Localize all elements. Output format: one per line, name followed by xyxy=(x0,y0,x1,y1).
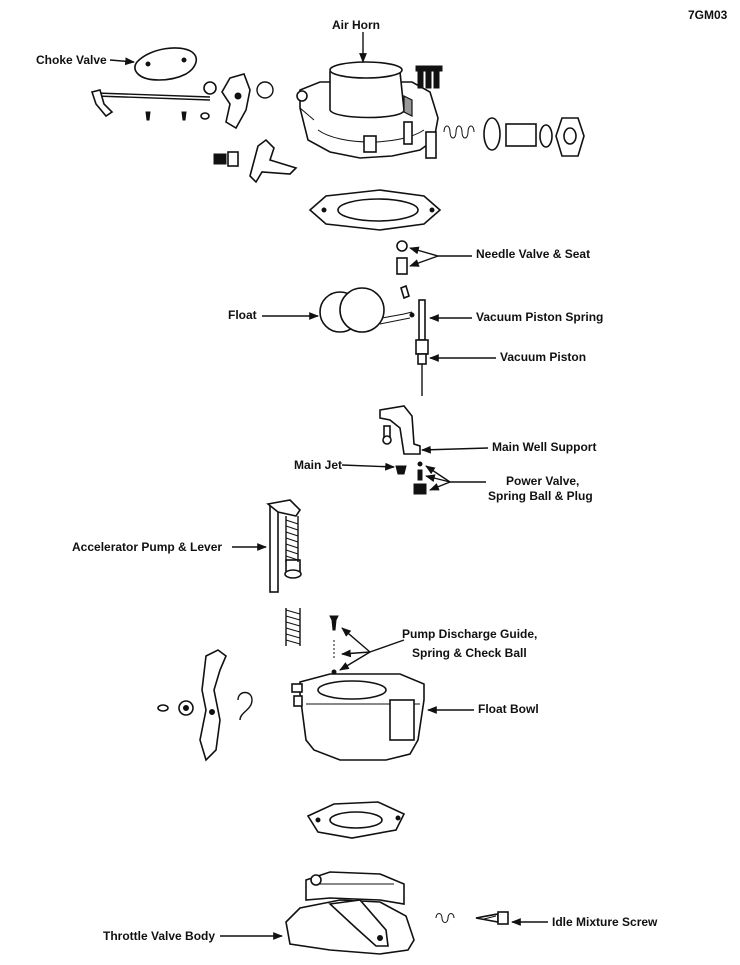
leader-lines xyxy=(109,32,548,940)
float-part xyxy=(319,287,415,333)
accelerator-pump-part xyxy=(266,499,302,593)
throttle-body-part xyxy=(285,871,415,955)
piston-assembly-part xyxy=(443,117,585,157)
air-horn-gasket xyxy=(308,189,442,231)
figure-code: 7GM03 xyxy=(688,8,728,22)
label-vacuum-piston: Vacuum Piston xyxy=(500,350,587,364)
main-jet-part xyxy=(395,465,407,475)
label-main-jet: Main Jet xyxy=(294,458,343,472)
label-main-well-support: Main Well Support xyxy=(492,440,597,454)
main-well-support-part xyxy=(379,405,421,455)
label-choke-valve: Choke Valve xyxy=(36,53,107,67)
needle-valve-part xyxy=(396,240,410,300)
vacuum-piston-part xyxy=(415,299,429,396)
label-power-valve-2: Spring Ball & Plug xyxy=(488,489,593,503)
label-accelerator-pump: Accelerator Pump & Lever xyxy=(72,540,223,554)
air-horn-screws xyxy=(415,65,443,89)
label-needle-valve-seat: Needle Valve & Seat xyxy=(476,247,591,261)
label-float-bowl: Float Bowl xyxy=(478,702,539,716)
label-pump-discharge-1: Pump Discharge Guide, xyxy=(402,627,538,641)
label-idle-mixture-screw: Idle Mixture Screw xyxy=(552,915,658,929)
pump-spring-part xyxy=(285,608,301,646)
label-float: Float xyxy=(228,308,257,322)
choke-valve-part xyxy=(134,47,198,81)
label-pump-discharge-2: Spring & Check Ball xyxy=(412,646,527,660)
bowl-gasket xyxy=(306,801,406,839)
idle-mixture-screw-part xyxy=(435,911,509,925)
pump-lever-part xyxy=(157,649,253,762)
label-power-valve-1: Power Valve, xyxy=(506,474,580,488)
label-air-horn: Air Horn xyxy=(332,18,380,32)
air-horn-part xyxy=(296,61,439,159)
power-valve-part xyxy=(413,461,427,495)
float-bowl-part xyxy=(291,673,425,761)
label-throttle-valve-body: Throttle Valve Body xyxy=(103,929,216,943)
choke-shaft-part xyxy=(90,73,274,130)
pump-discharge-part xyxy=(329,615,339,675)
label-vacuum-piston-spring: Vacuum Piston Spring xyxy=(476,310,604,324)
choke-lever-part xyxy=(213,138,298,184)
